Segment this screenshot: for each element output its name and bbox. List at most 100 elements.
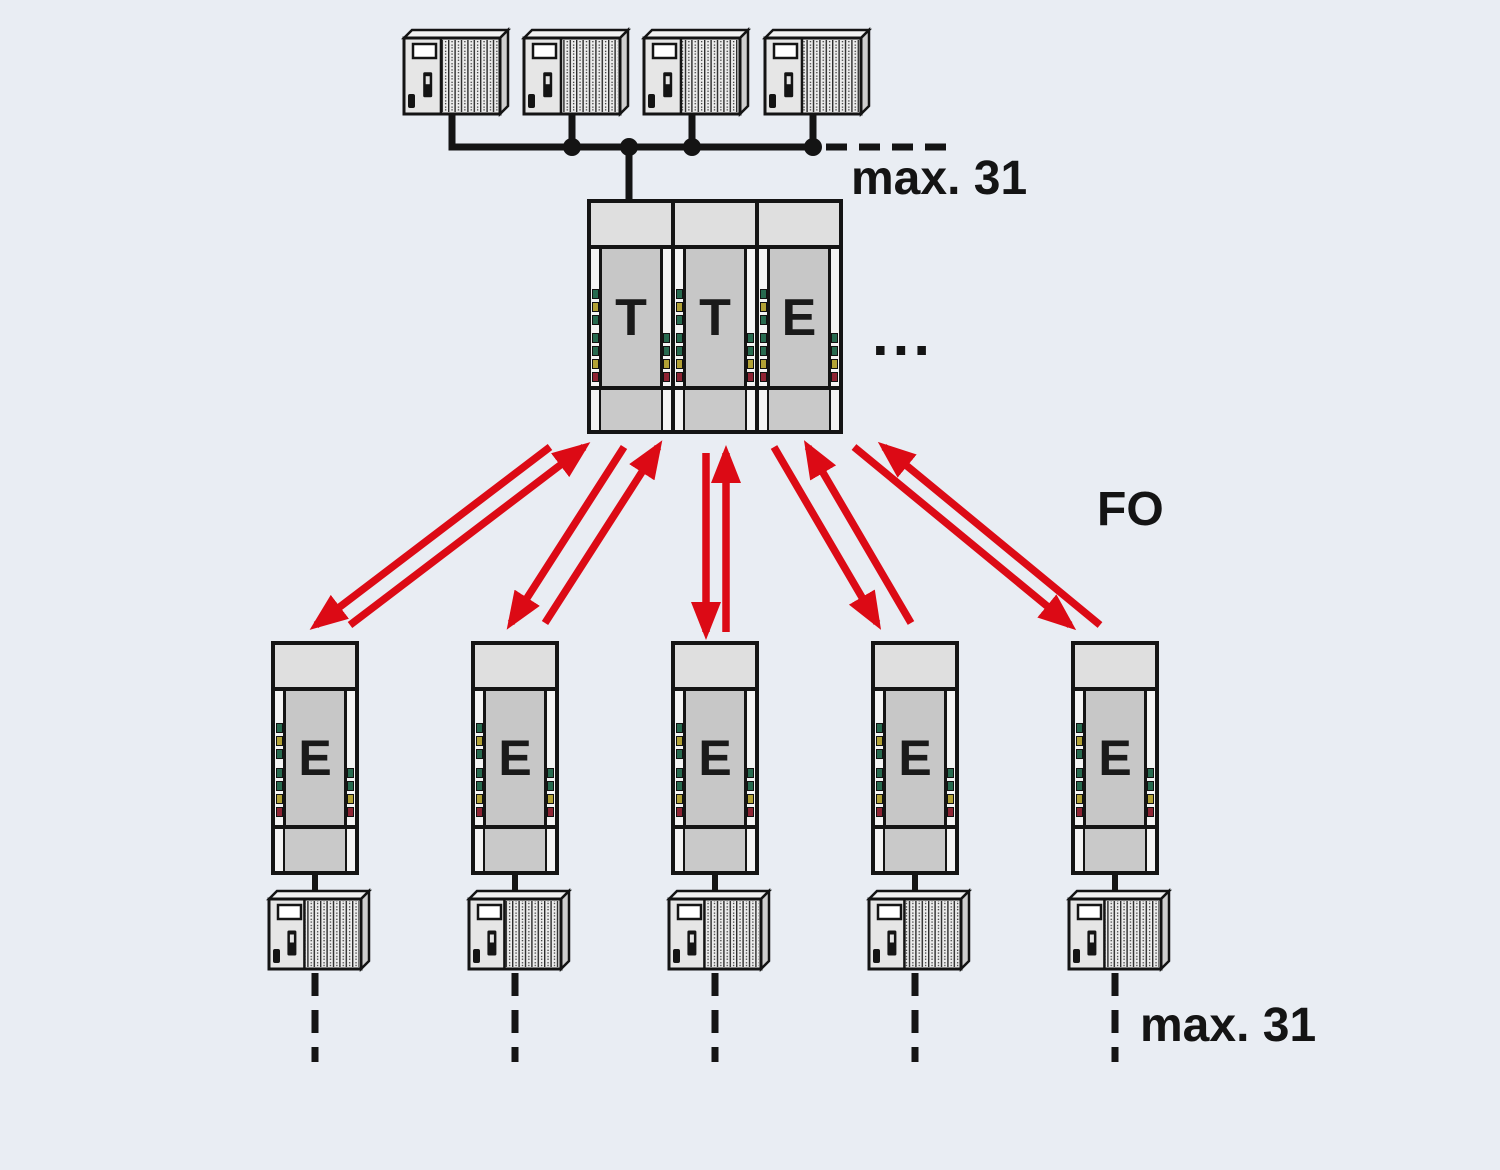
led-green xyxy=(276,781,283,791)
led-yellow xyxy=(663,359,670,369)
led-red xyxy=(276,807,283,817)
led-yellow xyxy=(547,794,554,804)
led-green xyxy=(831,346,838,356)
led-strip-left xyxy=(275,691,286,825)
led-green xyxy=(676,723,683,733)
led-green xyxy=(592,333,599,343)
controller-device xyxy=(400,26,512,118)
module-body: E xyxy=(759,249,839,386)
max-bottom-label: max. 31 xyxy=(1140,999,1317,1052)
led-yellow xyxy=(476,736,483,746)
module-face: E xyxy=(1086,691,1144,825)
controller-device xyxy=(665,887,773,973)
module-letter: E xyxy=(498,730,532,786)
module-top-cap xyxy=(675,203,755,249)
controller-card-slots xyxy=(440,40,498,112)
led-green xyxy=(676,289,683,299)
led-green xyxy=(947,781,954,791)
controller-connector-slot xyxy=(786,76,791,85)
module-face: T xyxy=(686,249,744,386)
controller-nub xyxy=(769,94,776,108)
led-green xyxy=(1147,768,1154,778)
led-green xyxy=(747,346,754,356)
led-green xyxy=(347,768,354,778)
controller-connector-slot xyxy=(289,934,294,943)
head-station-module: E xyxy=(759,203,839,430)
module-top-cap xyxy=(591,203,671,249)
led-red xyxy=(947,807,954,817)
led-green xyxy=(547,781,554,791)
fo-up-arrow xyxy=(347,442,591,628)
led-green xyxy=(1076,749,1083,759)
module-face: T xyxy=(602,249,660,386)
controller-display xyxy=(476,903,503,921)
led-green xyxy=(747,781,754,791)
module-letter: T xyxy=(699,288,731,347)
led-green xyxy=(760,346,767,356)
controller-device xyxy=(865,887,973,973)
module-top-cap xyxy=(875,645,955,691)
controller-device xyxy=(265,887,373,973)
led-yellow xyxy=(347,794,354,804)
led-yellow xyxy=(760,302,767,312)
fo-link-arrow-pair xyxy=(851,441,1103,631)
module-body: E xyxy=(875,691,955,825)
led-green xyxy=(947,768,954,778)
fo-up-arrow xyxy=(803,440,915,625)
module-bottom-cap xyxy=(591,386,671,430)
module-body: T xyxy=(675,249,755,386)
led-strip-right xyxy=(744,249,755,386)
led-red xyxy=(547,807,554,817)
controller-nub xyxy=(1073,949,1080,963)
led-green xyxy=(276,749,283,759)
module-face: E xyxy=(486,691,544,825)
controller-connector xyxy=(887,930,897,956)
led-strip-left xyxy=(1075,691,1086,825)
controller-card-slots xyxy=(680,40,738,112)
module-bottom-cap xyxy=(675,386,755,430)
led-yellow xyxy=(476,794,483,804)
led-green xyxy=(876,749,883,759)
module-face: E xyxy=(686,691,744,825)
module-body: T xyxy=(591,249,671,386)
led-green xyxy=(676,333,683,343)
fo-link-arrow-pair xyxy=(309,442,591,630)
bus-junction-dot xyxy=(683,138,701,156)
led-green xyxy=(676,768,683,778)
led-green xyxy=(676,315,683,325)
led-green xyxy=(1147,781,1154,791)
led-yellow xyxy=(1076,794,1083,804)
led-green xyxy=(592,346,599,356)
led-red xyxy=(747,372,754,382)
led-red xyxy=(760,372,767,382)
led-yellow xyxy=(760,359,767,369)
led-red xyxy=(676,372,683,382)
module-face: E xyxy=(886,691,944,825)
controller-connector-slot xyxy=(689,934,694,943)
led-yellow xyxy=(276,736,283,746)
module-letter: E xyxy=(781,288,817,347)
controller-connector xyxy=(784,72,794,98)
controller-connector xyxy=(287,930,297,956)
led-strip-left xyxy=(675,691,686,825)
fo-up-arrow xyxy=(541,440,663,626)
led-yellow xyxy=(676,794,683,804)
controller-device xyxy=(761,26,873,118)
led-green xyxy=(276,723,283,733)
controller-card-slots xyxy=(560,40,618,112)
remote-station-module: E xyxy=(271,641,359,875)
controller-device xyxy=(520,26,632,118)
led-red xyxy=(1147,807,1154,817)
module-top-cap xyxy=(1075,645,1155,691)
led-green xyxy=(592,315,599,325)
module-bottom-cap xyxy=(675,825,755,871)
module-body: E xyxy=(675,691,755,825)
led-strip-right xyxy=(544,691,555,825)
module-body: E xyxy=(275,691,355,825)
led-strip-left xyxy=(759,249,770,386)
fo-down-arrow xyxy=(309,444,553,630)
led-strip-right xyxy=(944,691,955,825)
controller-device xyxy=(465,887,573,973)
